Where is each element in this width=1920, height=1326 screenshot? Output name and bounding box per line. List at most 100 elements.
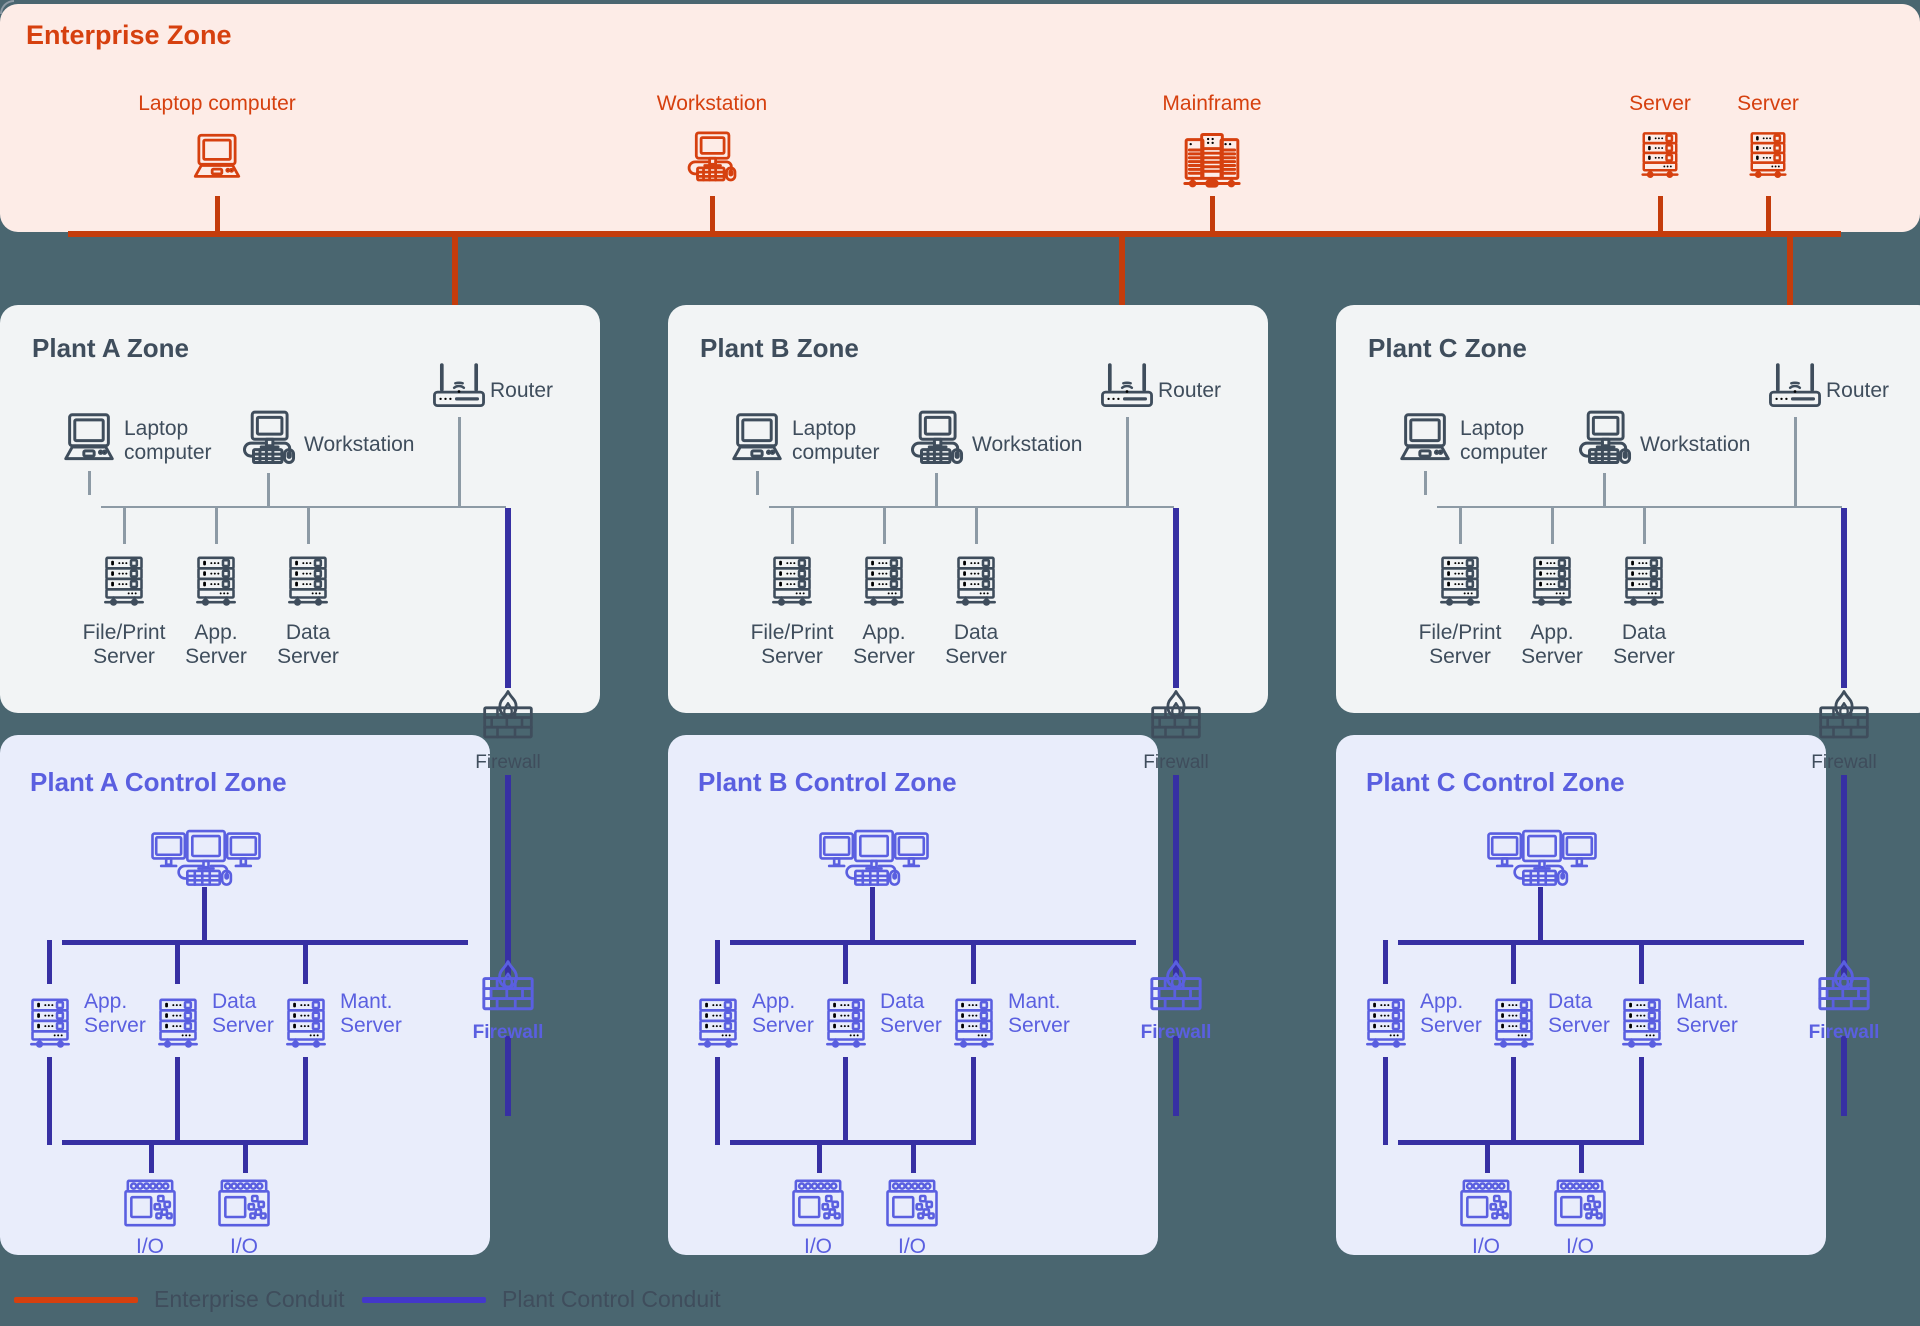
control-server-drop-2-0 (1382, 940, 1388, 984)
control-server-label-0-0: App. Server (84, 990, 146, 1037)
control-zone-title-2: Plant C Control Zone (1366, 767, 1625, 797)
enterprise-node-label-4: Server (1737, 92, 1799, 115)
control-riser-upper-2 (1841, 508, 1847, 688)
control-io-icon-2-0 (1458, 1175, 1514, 1231)
plant-laptop-drop-2 (1424, 471, 1427, 495)
plant-server-icon-0-0 (96, 544, 152, 616)
control-upper-bus-2 (1398, 940, 1804, 945)
plant-router-icon-1 (1096, 359, 1158, 413)
control-firewall-icon-2 (1814, 958, 1874, 1016)
control-server-icon-2-1 (1486, 985, 1542, 1059)
control-io-drop-2-1 (1579, 1145, 1584, 1173)
plant-laptop-drop-0 (88, 471, 91, 495)
enterprise-drop-2 (1210, 196, 1215, 234)
plant-laptop-icon-1 (726, 407, 788, 469)
control-server-icon-0-0 (22, 985, 78, 1059)
control-server-label-0-1: Data Server (212, 990, 274, 1037)
plant-workstation-drop-1 (935, 473, 938, 508)
control-hmi-icon-2 (1486, 825, 1598, 887)
control-firewall-icon-0 (478, 958, 538, 1016)
control-firewall-icon-1 (1146, 958, 1206, 1016)
enterprise-node-label-0: Laptop computer (138, 92, 296, 115)
control-server-drop-0-1 (174, 940, 180, 984)
control-io-drop-1-1 (911, 1145, 916, 1173)
control-server-drop-0-0 (46, 940, 52, 984)
control-server-fieldbus-drop-1-0 (714, 1057, 720, 1145)
control-riser-upper-1 (1173, 508, 1179, 688)
control-upper-bus-1 (730, 940, 1136, 945)
control-io-icon-0-1 (216, 1175, 272, 1231)
control-server-icon-1-0 (690, 985, 746, 1059)
plant-workstation-icon-2 (1574, 405, 1636, 471)
control-server-label-2-1: Data Server (1548, 990, 1610, 1037)
control-server-fieldbus-drop-1-1 (842, 1057, 848, 1145)
plant-laptop-label-0: Laptop computer (124, 417, 212, 464)
plant-server-label-1-1: App. Server (853, 621, 915, 668)
plant-server-icon-2-2 (1616, 544, 1672, 616)
control-server-icon-0-2 (278, 985, 334, 1059)
enterprise-backbone-bus (68, 231, 1841, 237)
plant-server-drop-2-0 (1459, 508, 1462, 544)
plant-router-drop-2 (1794, 417, 1797, 508)
plant-server-label-0-2: Data Server (277, 621, 339, 668)
enterprise-server-rack-icon-3 (1634, 128, 1686, 180)
plant-laptop-label-1: Laptop computer (792, 417, 880, 464)
enterprise-workstation-icon-1 (683, 128, 741, 186)
enterprise-node-label-2: Mainframe (1162, 92, 1262, 115)
control-io-icon-1-0 (790, 1175, 846, 1231)
control-hmi-icon-1 (818, 825, 930, 887)
control-riser-upper-0 (505, 508, 511, 688)
control-io-label-1-0: I/O (803, 1235, 832, 1258)
plant-server-label-2-2: Data Server (1613, 621, 1675, 668)
plant-zone-title-2: Plant C Zone (1368, 333, 1527, 363)
control-server-label-1-1: Data Server (880, 990, 942, 1037)
control-fieldbus-2 (1398, 1140, 1644, 1145)
plant-firewall-icon-1 (1146, 688, 1206, 744)
plant-router-drop-1 (1126, 417, 1129, 508)
control-io-drop-0-1 (243, 1145, 248, 1173)
enterprise-server-rack-icon-4 (1742, 128, 1794, 180)
control-server-fieldbus-drop-0-2 (302, 1057, 308, 1145)
enterprise-drop-1 (710, 196, 715, 234)
plant-firewall-icon-2 (1814, 688, 1874, 744)
control-server-icon-2-0 (1358, 985, 1414, 1059)
plant-to-firewall-link-0 (458, 505, 506, 508)
control-server-label-0-2: Mant. Server (340, 990, 402, 1037)
control-io-label-1-1: I/O (897, 1235, 926, 1258)
plant-server-drop-2-1 (1551, 508, 1554, 544)
control-server-label-1-0: App. Server (752, 990, 814, 1037)
control-server-drop-1-1 (842, 940, 848, 984)
plant-firewall-label-0: Firewall (475, 752, 541, 773)
control-zone-title-0: Plant A Control Zone (30, 767, 287, 797)
control-hmi-drop-0 (201, 887, 207, 945)
control-io-drop-1-0 (817, 1145, 822, 1173)
plant-workstation-label-2: Workstation (1640, 433, 1751, 456)
control-server-label-2-0: App. Server (1420, 990, 1482, 1037)
plant-server-label-1-0: File/Print Server (750, 621, 834, 668)
control-io-drop-0-0 (149, 1145, 154, 1173)
legend-item-1: Plant Control Conduit (362, 1286, 721, 1313)
control-riser-mid-1 (1173, 775, 1179, 980)
plant-to-firewall-link-1 (1126, 505, 1174, 508)
legend-swatch-1 (362, 1296, 486, 1303)
plant-laptop-drop-1 (756, 471, 759, 495)
control-server-icon-2-2 (1614, 985, 1670, 1059)
plant-to-firewall-link-2 (1794, 505, 1842, 508)
control-server-fieldbus-drop-2-0 (1382, 1057, 1388, 1145)
control-server-drop-1-2 (970, 940, 976, 984)
enterprise-zone-panel (0, 4, 1920, 232)
plant-workstation-label-0: Workstation (304, 433, 415, 456)
legend-label-1: Plant Control Conduit (502, 1286, 721, 1312)
plant-bus-left-elbow-0 (0, 0, 14, 14)
control-firewall-label-0: Firewall (472, 1022, 544, 1043)
control-server-label-1-2: Mant. Server (1008, 990, 1070, 1037)
plant-workstation-drop-2 (1603, 473, 1606, 508)
plant-server-icon-0-1 (188, 544, 244, 616)
control-server-icon-1-1 (818, 985, 874, 1059)
control-server-fieldbus-drop-0-0 (46, 1057, 52, 1145)
plant-server-drop-0-0 (123, 508, 126, 544)
control-upper-bus-0 (62, 940, 468, 945)
plant-router-drop-0 (458, 417, 461, 508)
control-riser-mid-2 (1841, 775, 1847, 980)
plant-router-label-2: Router (1826, 379, 1890, 402)
